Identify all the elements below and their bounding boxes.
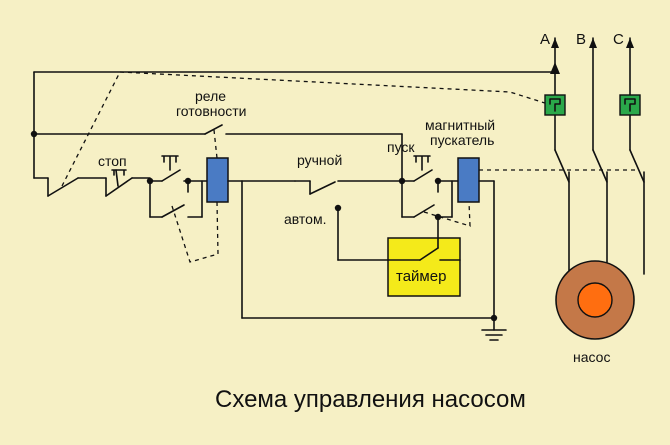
starter-label-1: магнитный: [425, 117, 495, 133]
ready-relay-label-2: готовности: [176, 103, 247, 119]
power-lines: [544, 37, 645, 275]
phase-label-a: A: [540, 31, 550, 48]
phase-label-b: B: [576, 31, 586, 48]
timer: [387, 237, 461, 297]
stop-button: [105, 169, 133, 197]
stop-circuit: [47, 155, 211, 218]
manual-label: ручной: [297, 152, 342, 168]
timer-label: таймер: [396, 268, 446, 285]
ground-icon: [481, 329, 507, 341]
mechanical-links: [61, 71, 638, 263]
phase-label-c: C: [613, 31, 624, 48]
start-circuit: [398, 155, 459, 239]
diagram-title: Схема управления насосом: [215, 386, 526, 413]
pump-label: насос: [573, 349, 610, 365]
ready-pushbutton: [149, 155, 181, 182]
ready-relay-coil: [206, 157, 229, 203]
starter-label-2: пускатель: [430, 132, 494, 148]
ready-relay-label-1: реле: [195, 88, 226, 104]
manual-auto-switch: [241, 180, 403, 261]
magnetic-starter-coil: [457, 157, 480, 203]
stop-label: стоп: [98, 153, 127, 169]
start-label: пуск: [387, 139, 415, 155]
pump-motor: [555, 260, 635, 340]
auto-label: автом.: [284, 211, 326, 227]
